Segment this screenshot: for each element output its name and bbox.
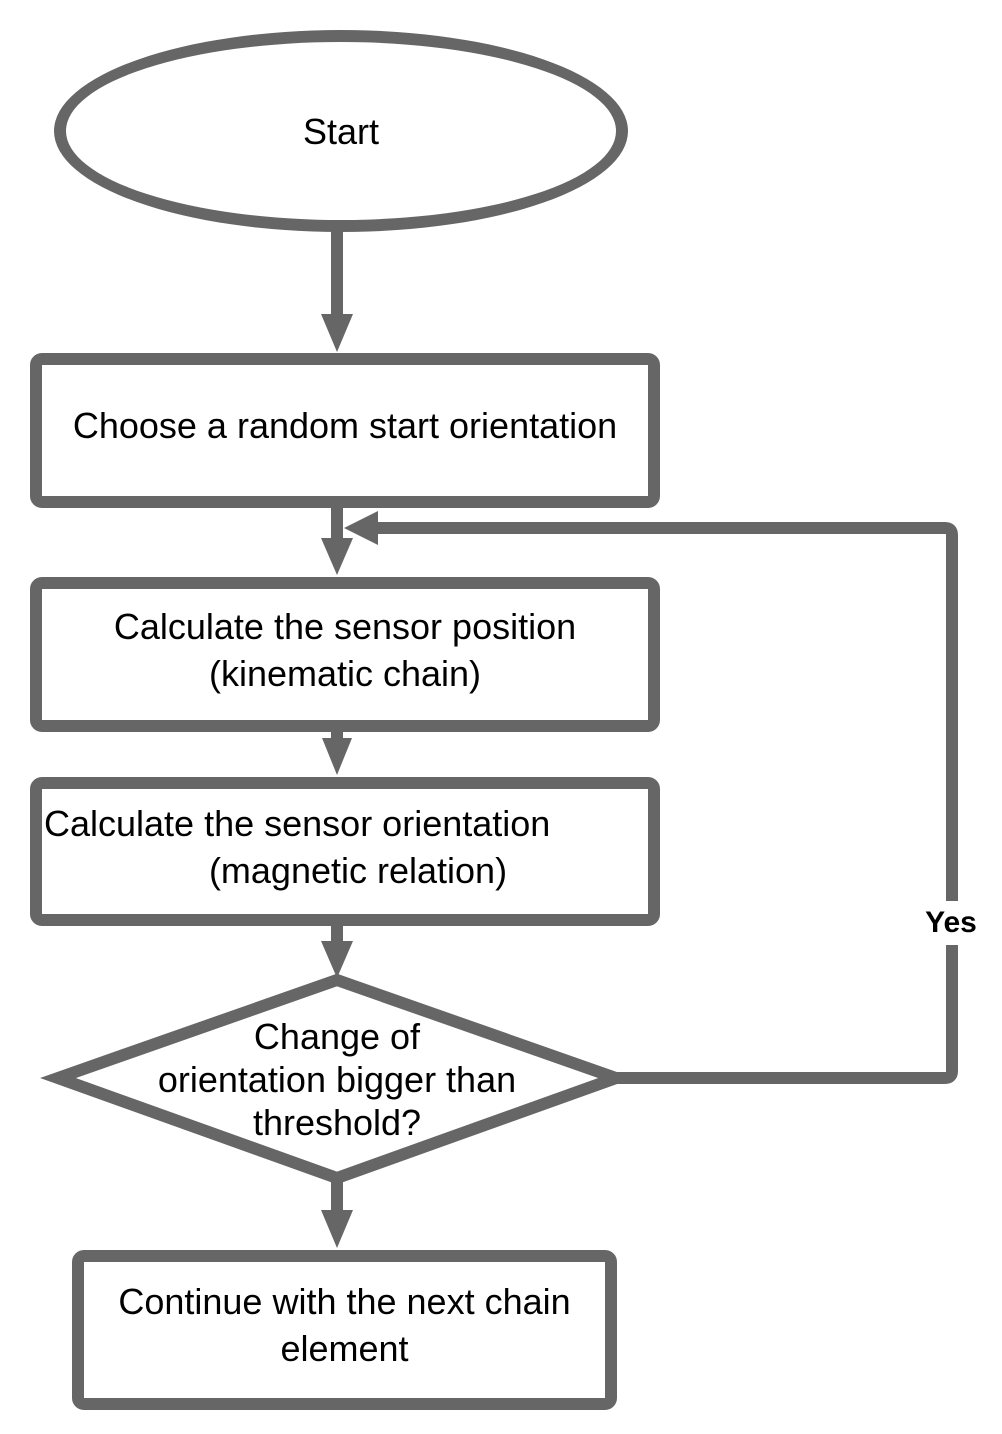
node-continue-next-chain-element-line1: Continue with the next chain [118, 1281, 571, 1322]
edge-box1-to-box2-arrowhead [321, 538, 353, 575]
edge-label-yes: Yes [917, 901, 985, 945]
node-decision-line3: threshold? [252, 1101, 422, 1143]
node-continue-next-chain-element-line2: element [280, 1328, 409, 1369]
edge-box3-to-decision-arrowhead [321, 941, 353, 978]
node-calculate-sensor-position-line2: (kinematic chain) [208, 652, 482, 694]
node-continue-next-chain-element: Continue with the next chain element [72, 1250, 617, 1410]
edge-yes-feedback-line [378, 522, 958, 1084]
edge-box2-to-box3-arrowhead [322, 738, 352, 775]
node-start: Start [54, 30, 628, 232]
node-decision-line1: Change of [253, 1015, 421, 1057]
node-calculate-sensor-position-line1: Calculate the sensor position [113, 605, 577, 647]
node-calculate-sensor-position: Calculate the sensor position (kinematic… [30, 577, 660, 732]
node-decision-shape [40, 973, 634, 1185]
node-choose-start-orientation-label: Choose a random start orientation [72, 405, 618, 446]
edge-start-to-box1-arrowhead [321, 314, 353, 352]
node-decision-label: Change of orientation bigger than thresh… [58, 980, 616, 1178]
node-calculate-sensor-orientation-line1: Calculate the sensor orientation [44, 802, 551, 844]
edge-decision-to-box4-arrowhead [321, 1210, 353, 1248]
node-calculate-sensor-orientation: Calculate the sensor orientation (magnet… [30, 777, 660, 926]
edge-yes-feedback-arrowhead [344, 511, 378, 545]
node-choose-start-orientation: Choose a random start orientation [30, 353, 660, 508]
node-calculate-sensor-orientation-line2: (magnetic relation) [208, 849, 508, 891]
node-decision-line2: orientation bigger than [157, 1058, 517, 1100]
node-start-label: Start [302, 110, 380, 152]
